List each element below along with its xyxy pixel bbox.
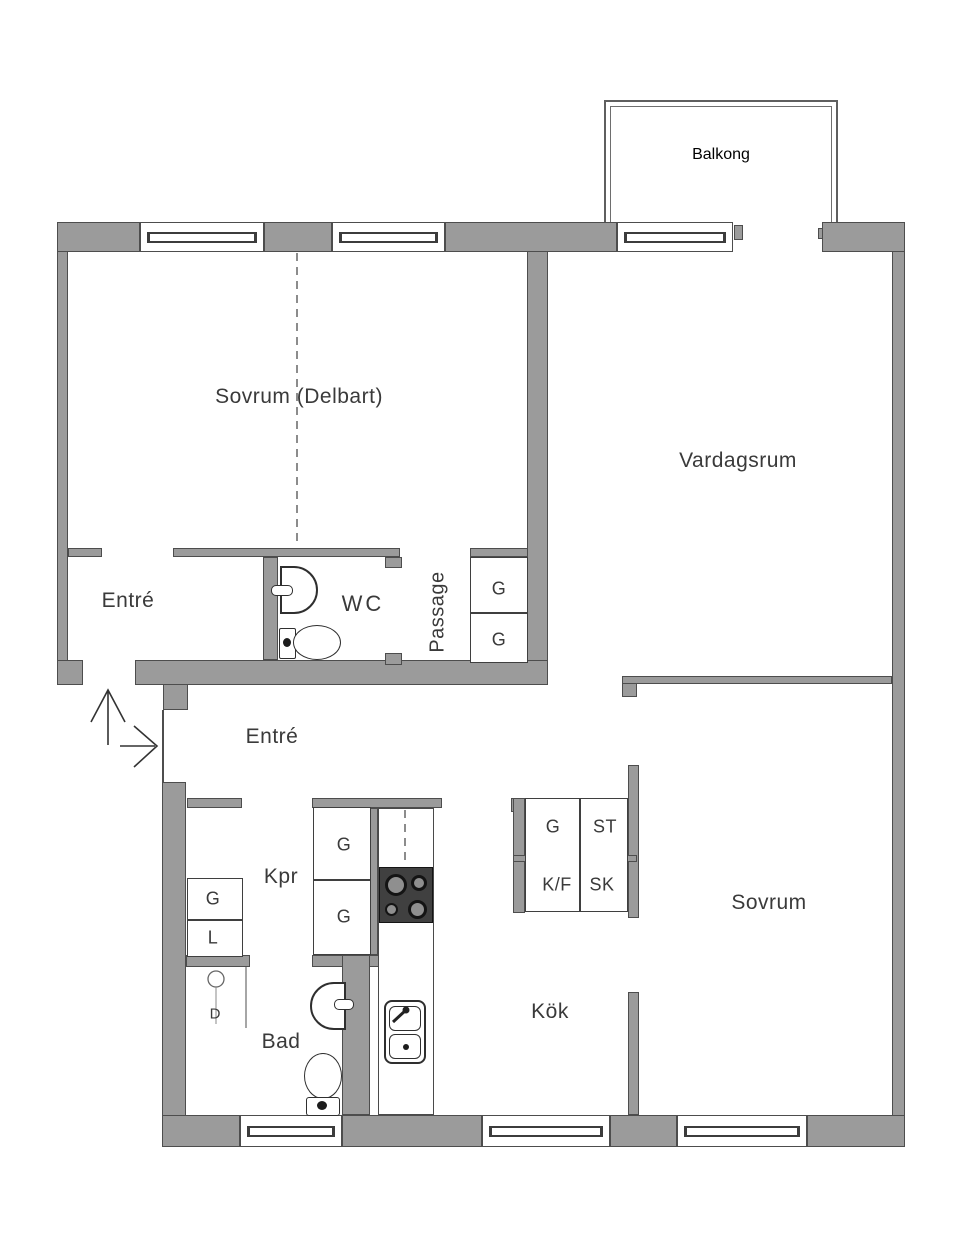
- wall-segment: [892, 251, 905, 1116]
- wall-segment: [470, 548, 528, 557]
- wall-segment: [610, 1115, 677, 1147]
- closet-divider: [579, 798, 581, 912]
- wall-segment: [173, 548, 400, 557]
- wall-segment: [264, 222, 332, 252]
- wall-segment: [57, 222, 140, 252]
- closet-label-st: ST: [592, 816, 618, 837]
- wall-segment: [807, 1115, 905, 1147]
- closet-label-g: G: [491, 578, 507, 599]
- wall-segment: [822, 222, 905, 252]
- closet-box: [525, 798, 628, 912]
- wall-segment: [370, 808, 378, 955]
- window-glazing: [147, 231, 257, 243]
- wall-segment: [68, 548, 102, 557]
- window-glazing: [247, 1125, 335, 1137]
- closet-label-sk: SK: [589, 874, 615, 895]
- stove-burner-icon: [408, 900, 427, 919]
- wall-segment: [342, 955, 370, 1115]
- window: [482, 1115, 610, 1147]
- closet-label-g: G: [545, 816, 561, 837]
- balcony-outline: [604, 100, 838, 222]
- closet-label-g: G: [205, 888, 221, 909]
- room-label-wc: WC: [341, 591, 385, 616]
- closet-divider: [470, 612, 528, 614]
- bath-toilet-button: [317, 1101, 327, 1110]
- room-label-kok: Kök: [531, 1000, 569, 1023]
- closet-divider: [313, 879, 371, 881]
- balcony-door-frame: [734, 225, 743, 240]
- shower-symbol: [207, 970, 225, 988]
- window: [140, 222, 264, 252]
- stove-burner-icon: [385, 903, 398, 916]
- wall-segment: [312, 798, 442, 808]
- balcony-label: Balkong: [692, 146, 750, 163]
- room-label-kpr: Kpr: [263, 865, 299, 888]
- wall-segment: [57, 660, 83, 685]
- balcony-inner-outline: [610, 106, 832, 222]
- window: [677, 1115, 807, 1147]
- wc-toilet-bowl: [293, 625, 341, 660]
- room-label-vardagsrum: Vardagsrum: [679, 449, 797, 472]
- window-glazing: [624, 231, 726, 243]
- wall-segment: [342, 1115, 482, 1147]
- closet-box: [187, 878, 243, 957]
- room-label-sovrum-delbart: Sovrum (Delbart): [215, 385, 383, 408]
- wall-segment: [162, 1115, 240, 1147]
- kitchen-counter: [378, 808, 434, 1115]
- door-frame: [385, 653, 402, 665]
- entry-arrow-right-icon: [120, 725, 159, 768]
- label-shower-d: D: [209, 1005, 221, 1023]
- door-frame: [385, 557, 402, 568]
- wall-segment: [622, 676, 892, 684]
- stove-burner-icon: [385, 874, 407, 896]
- bath-toilet-bowl: [304, 1053, 342, 1099]
- closet-box: [470, 557, 528, 663]
- wall-segment: [628, 992, 639, 1115]
- kitchen-sink-basin: [389, 1006, 421, 1031]
- wall-segment: [135, 660, 548, 685]
- closet-label-l: L: [207, 927, 219, 948]
- window-glazing: [489, 1125, 603, 1137]
- window: [240, 1115, 342, 1147]
- wall-segment: [263, 557, 278, 660]
- room-label-bad: Bad: [261, 1030, 301, 1053]
- closet-box: [313, 807, 371, 955]
- wall-segment: [628, 765, 639, 918]
- bath-sink-tap: [334, 999, 354, 1010]
- wc-toilet-button: [283, 638, 291, 647]
- wc-sink-tap: [271, 585, 293, 596]
- wall-segment: [163, 684, 188, 710]
- closet-label-kf: K/F: [542, 874, 572, 895]
- entry-arrow-up-icon: [90, 688, 126, 745]
- wall-segment: [187, 798, 242, 808]
- room-label-passage: Passage: [426, 571, 449, 653]
- room-label-entre-upper: Entré: [101, 589, 155, 612]
- closet-label-g: G: [491, 629, 507, 650]
- window: [332, 222, 445, 252]
- window-glazing: [684, 1125, 800, 1137]
- wall-segment: [445, 222, 617, 252]
- window-glazing: [339, 231, 438, 243]
- room-label-entre-lower: Entré: [245, 725, 299, 748]
- wall-segment: [162, 782, 186, 1116]
- wall-segment: [57, 251, 68, 661]
- kitchen-sink-drain: [403, 1044, 409, 1050]
- room-label-sovrum: Sovrum: [731, 891, 807, 914]
- stove-burner-icon: [411, 875, 427, 891]
- closet-divider: [187, 919, 243, 921]
- window: [617, 222, 733, 252]
- closet-label-g: G: [336, 906, 352, 927]
- wall-segment: [527, 251, 548, 661]
- closet-label-g: G: [336, 834, 352, 855]
- door-frame: [622, 683, 637, 697]
